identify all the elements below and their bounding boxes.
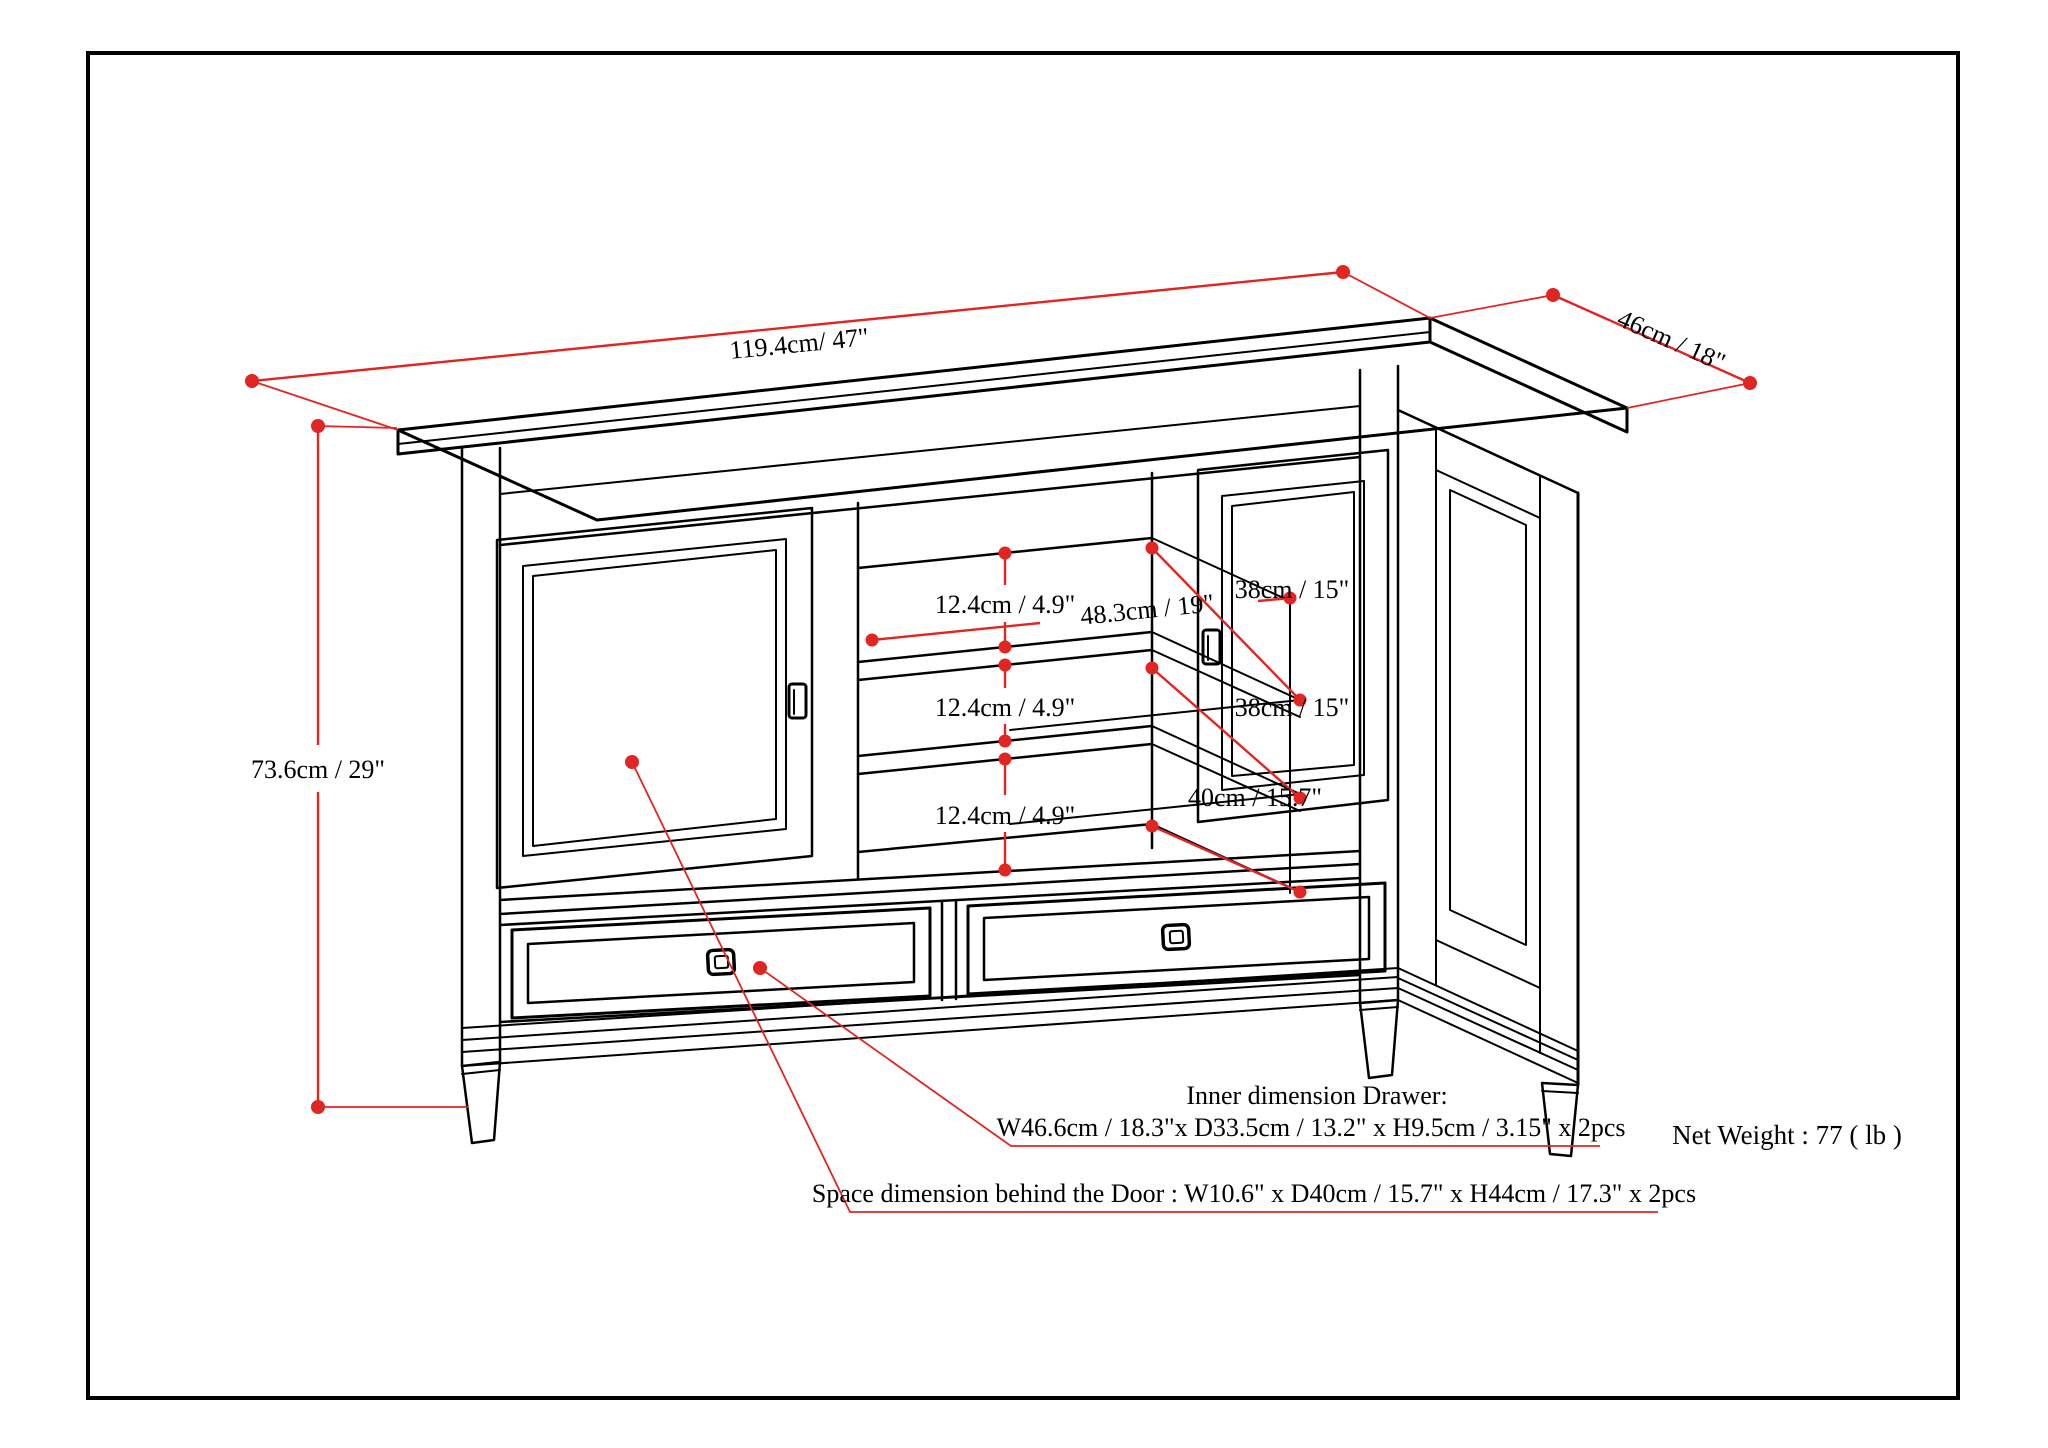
dim-shelf-depth-2: 38cm / 15" <box>1145 661 1350 805</box>
page-border <box>86 51 1960 1400</box>
note-drawer-spec: W46.6cm / 18.3"x D33.5cm / 13.2" x H9.5c… <box>996 1113 1625 1142</box>
center-shelves <box>856 536 1301 894</box>
dim-shelf-depth-1: 38cm / 15" <box>1145 541 1350 707</box>
dim-shelf-gap3-label: 12.4cm / 4.9" <box>935 801 1076 830</box>
note-drawer: Inner dimension Drawer: W46.6cm / 18.3"x… <box>753 961 1626 1147</box>
dim-opening-width-label: 48.3cm / 19" <box>1079 588 1215 630</box>
left-door-handle <box>787 682 808 720</box>
dim-height-label: 73.6cm / 29" <box>251 755 385 784</box>
dim-shelf-gap2-label: 12.4cm / 4.9" <box>935 693 1076 722</box>
right-drawer-handle <box>1160 922 1192 952</box>
right-drawer <box>966 881 1387 996</box>
dim-bottom-depth-label: 40cm / 15.7" <box>1188 783 1322 812</box>
dim-shelf-gap1-label: 12.4cm / 4.9" <box>935 590 1076 619</box>
right-side-panel <box>1396 408 1580 1087</box>
dim-top-depth-label: 46cm / 18" <box>1613 304 1729 377</box>
right-door-handle <box>1201 628 1222 666</box>
dim-shelf-depth2-label: 38cm / 15" <box>1235 693 1350 722</box>
dim-bottom-depth: 40cm / 15.7" <box>1145 783 1322 899</box>
dim-height: 73.6cm / 29" <box>251 419 468 1114</box>
left-door <box>495 506 814 890</box>
dim-shelf-gaps: 12.4cm / 4.9" 12.4cm / 4.9" 12.4cm / 4.9… <box>935 546 1076 877</box>
drawer-row <box>498 876 1387 1024</box>
feet <box>460 998 1580 1158</box>
tv-stand-drawing <box>396 316 1629 1158</box>
note-door-spec: Space dimension behind the Door : W10.6"… <box>812 1179 1696 1208</box>
note-door: Space dimension behind the Door : W10.6"… <box>625 755 1696 1213</box>
note-drawer-title: Inner dimension Drawer: <box>1186 1081 1447 1110</box>
dim-top-width-label: 119.4cm/ 47" <box>728 322 870 365</box>
dim-shelf-depth1-label: 38cm / 15" <box>1235 575 1350 604</box>
net-weight-label: Net Weight : 77 ( lb ) <box>1672 1120 1902 1150</box>
left-drawer-handle <box>705 947 737 977</box>
center-stiles <box>856 471 1154 880</box>
